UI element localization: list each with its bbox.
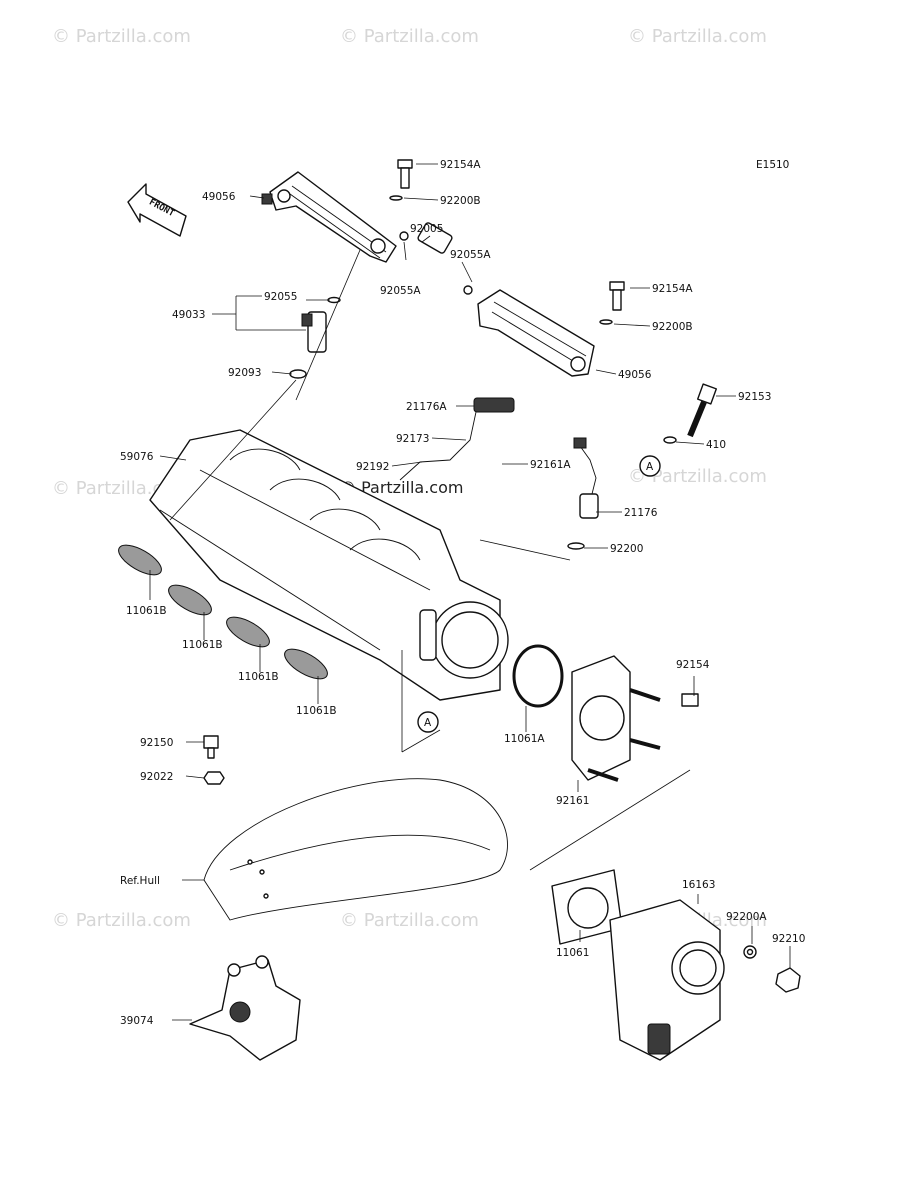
label-49056-right[interactable]: 49056 bbox=[618, 369, 652, 381]
watermark: © Partzilla.com bbox=[52, 910, 191, 931]
label-92200B-top[interactable]: 92200B bbox=[440, 195, 481, 207]
watermark: © Partzilla.com bbox=[340, 910, 479, 931]
label-92055A-left[interactable]: 92055A bbox=[380, 285, 421, 297]
bracket-39074 bbox=[189, 955, 301, 1061]
label-92154A-right[interactable]: 92154A bbox=[652, 283, 693, 295]
watermark: © Partzilla.com bbox=[52, 26, 191, 47]
label-92055[interactable]: 92055 bbox=[264, 291, 297, 303]
label-92005[interactable]: 92005 bbox=[410, 223, 443, 235]
throttle-body bbox=[609, 899, 725, 1061]
sensor-21176 bbox=[567, 437, 599, 550]
fuel-rail-right bbox=[477, 289, 595, 377]
ref-circle-A-right: A bbox=[639, 455, 661, 477]
ref-circle-A-left: A bbox=[417, 711, 439, 733]
label-11061B-4[interactable]: 11061B bbox=[296, 705, 337, 717]
gasket-11061 bbox=[551, 869, 623, 945]
fuel-rail-left bbox=[261, 171, 397, 263]
nut-92210 bbox=[775, 967, 801, 993]
label-59076[interactable]: 59076 bbox=[120, 451, 154, 463]
label-92161[interactable]: 92161 bbox=[556, 795, 589, 807]
label-92210[interactable]: 92210 bbox=[772, 933, 805, 945]
label-92200A[interactable]: 92200A bbox=[726, 911, 767, 923]
front-arrow-icon: FRONT bbox=[127, 183, 187, 237]
label-39074[interactable]: 39074 bbox=[120, 1015, 154, 1027]
label-49056-left[interactable]: 49056 bbox=[202, 191, 236, 203]
watermark: © Partzilla.com bbox=[628, 466, 767, 487]
label-92154A-top[interactable]: 92154A bbox=[440, 159, 481, 171]
hull-reference bbox=[203, 778, 508, 921]
svg-text:A: A bbox=[646, 461, 654, 473]
nut-92022 bbox=[203, 771, 225, 785]
label-11061[interactable]: 11061 bbox=[556, 947, 589, 959]
label-92200[interactable]: 92200 bbox=[610, 543, 643, 555]
label-92200B-right[interactable]: 92200B bbox=[652, 321, 693, 333]
bolt-92154A-right bbox=[599, 281, 625, 325]
label-ref-hull[interactable]: Ref.Hull bbox=[120, 875, 160, 887]
intake-manifold bbox=[149, 429, 509, 701]
bolt-92154A-top bbox=[389, 159, 413, 201]
gasket-ring-11061A bbox=[512, 644, 564, 708]
label-11061B-2[interactable]: 11061B bbox=[182, 639, 223, 651]
bolt-92153 bbox=[663, 383, 718, 444]
label-21176[interactable]: 21176 bbox=[624, 507, 658, 519]
gasket-11061B bbox=[118, 544, 328, 680]
fuel-injector bbox=[289, 296, 341, 379]
sensor-21176A bbox=[399, 397, 515, 481]
label-16163[interactable]: 16163 bbox=[682, 879, 715, 891]
label-92093[interactable]: 92093 bbox=[228, 367, 261, 379]
label-92173[interactable]: 92173 bbox=[396, 433, 429, 445]
watermark: © Partzilla.com bbox=[340, 26, 479, 47]
label-410[interactable]: 410 bbox=[706, 439, 726, 451]
label-92161A[interactable]: 92161A bbox=[530, 459, 571, 471]
pressure-regulator bbox=[399, 222, 473, 295]
leader-lines bbox=[149, 163, 791, 1021]
label-92192[interactable]: 92192 bbox=[356, 461, 389, 473]
label-92154[interactable]: 92154 bbox=[676, 659, 710, 671]
label-49033[interactable]: 49033 bbox=[172, 309, 205, 321]
label-92150[interactable]: 92150 bbox=[140, 737, 173, 749]
label-92022[interactable]: 92022 bbox=[140, 771, 173, 783]
svg-text:A: A bbox=[424, 717, 432, 729]
label-11061B-3[interactable]: 11061B bbox=[238, 671, 279, 683]
washer-92200A bbox=[743, 945, 757, 959]
spacer-plate bbox=[571, 655, 661, 782]
watermark-center: © Partzilla.com bbox=[340, 478, 464, 497]
diagram-code: E1510 bbox=[756, 159, 789, 171]
label-92055A-right[interactable]: 92055A bbox=[450, 249, 491, 261]
label-11061A[interactable]: 11061A bbox=[504, 733, 545, 745]
label-92153[interactable]: 92153 bbox=[738, 391, 771, 403]
bolt-92150 bbox=[203, 735, 219, 759]
bolt-92154 bbox=[681, 693, 699, 707]
watermark: © Partzilla.com bbox=[628, 26, 767, 47]
label-11061B-1[interactable]: 11061B bbox=[126, 605, 167, 617]
label-21176A[interactable]: 21176A bbox=[406, 401, 447, 413]
